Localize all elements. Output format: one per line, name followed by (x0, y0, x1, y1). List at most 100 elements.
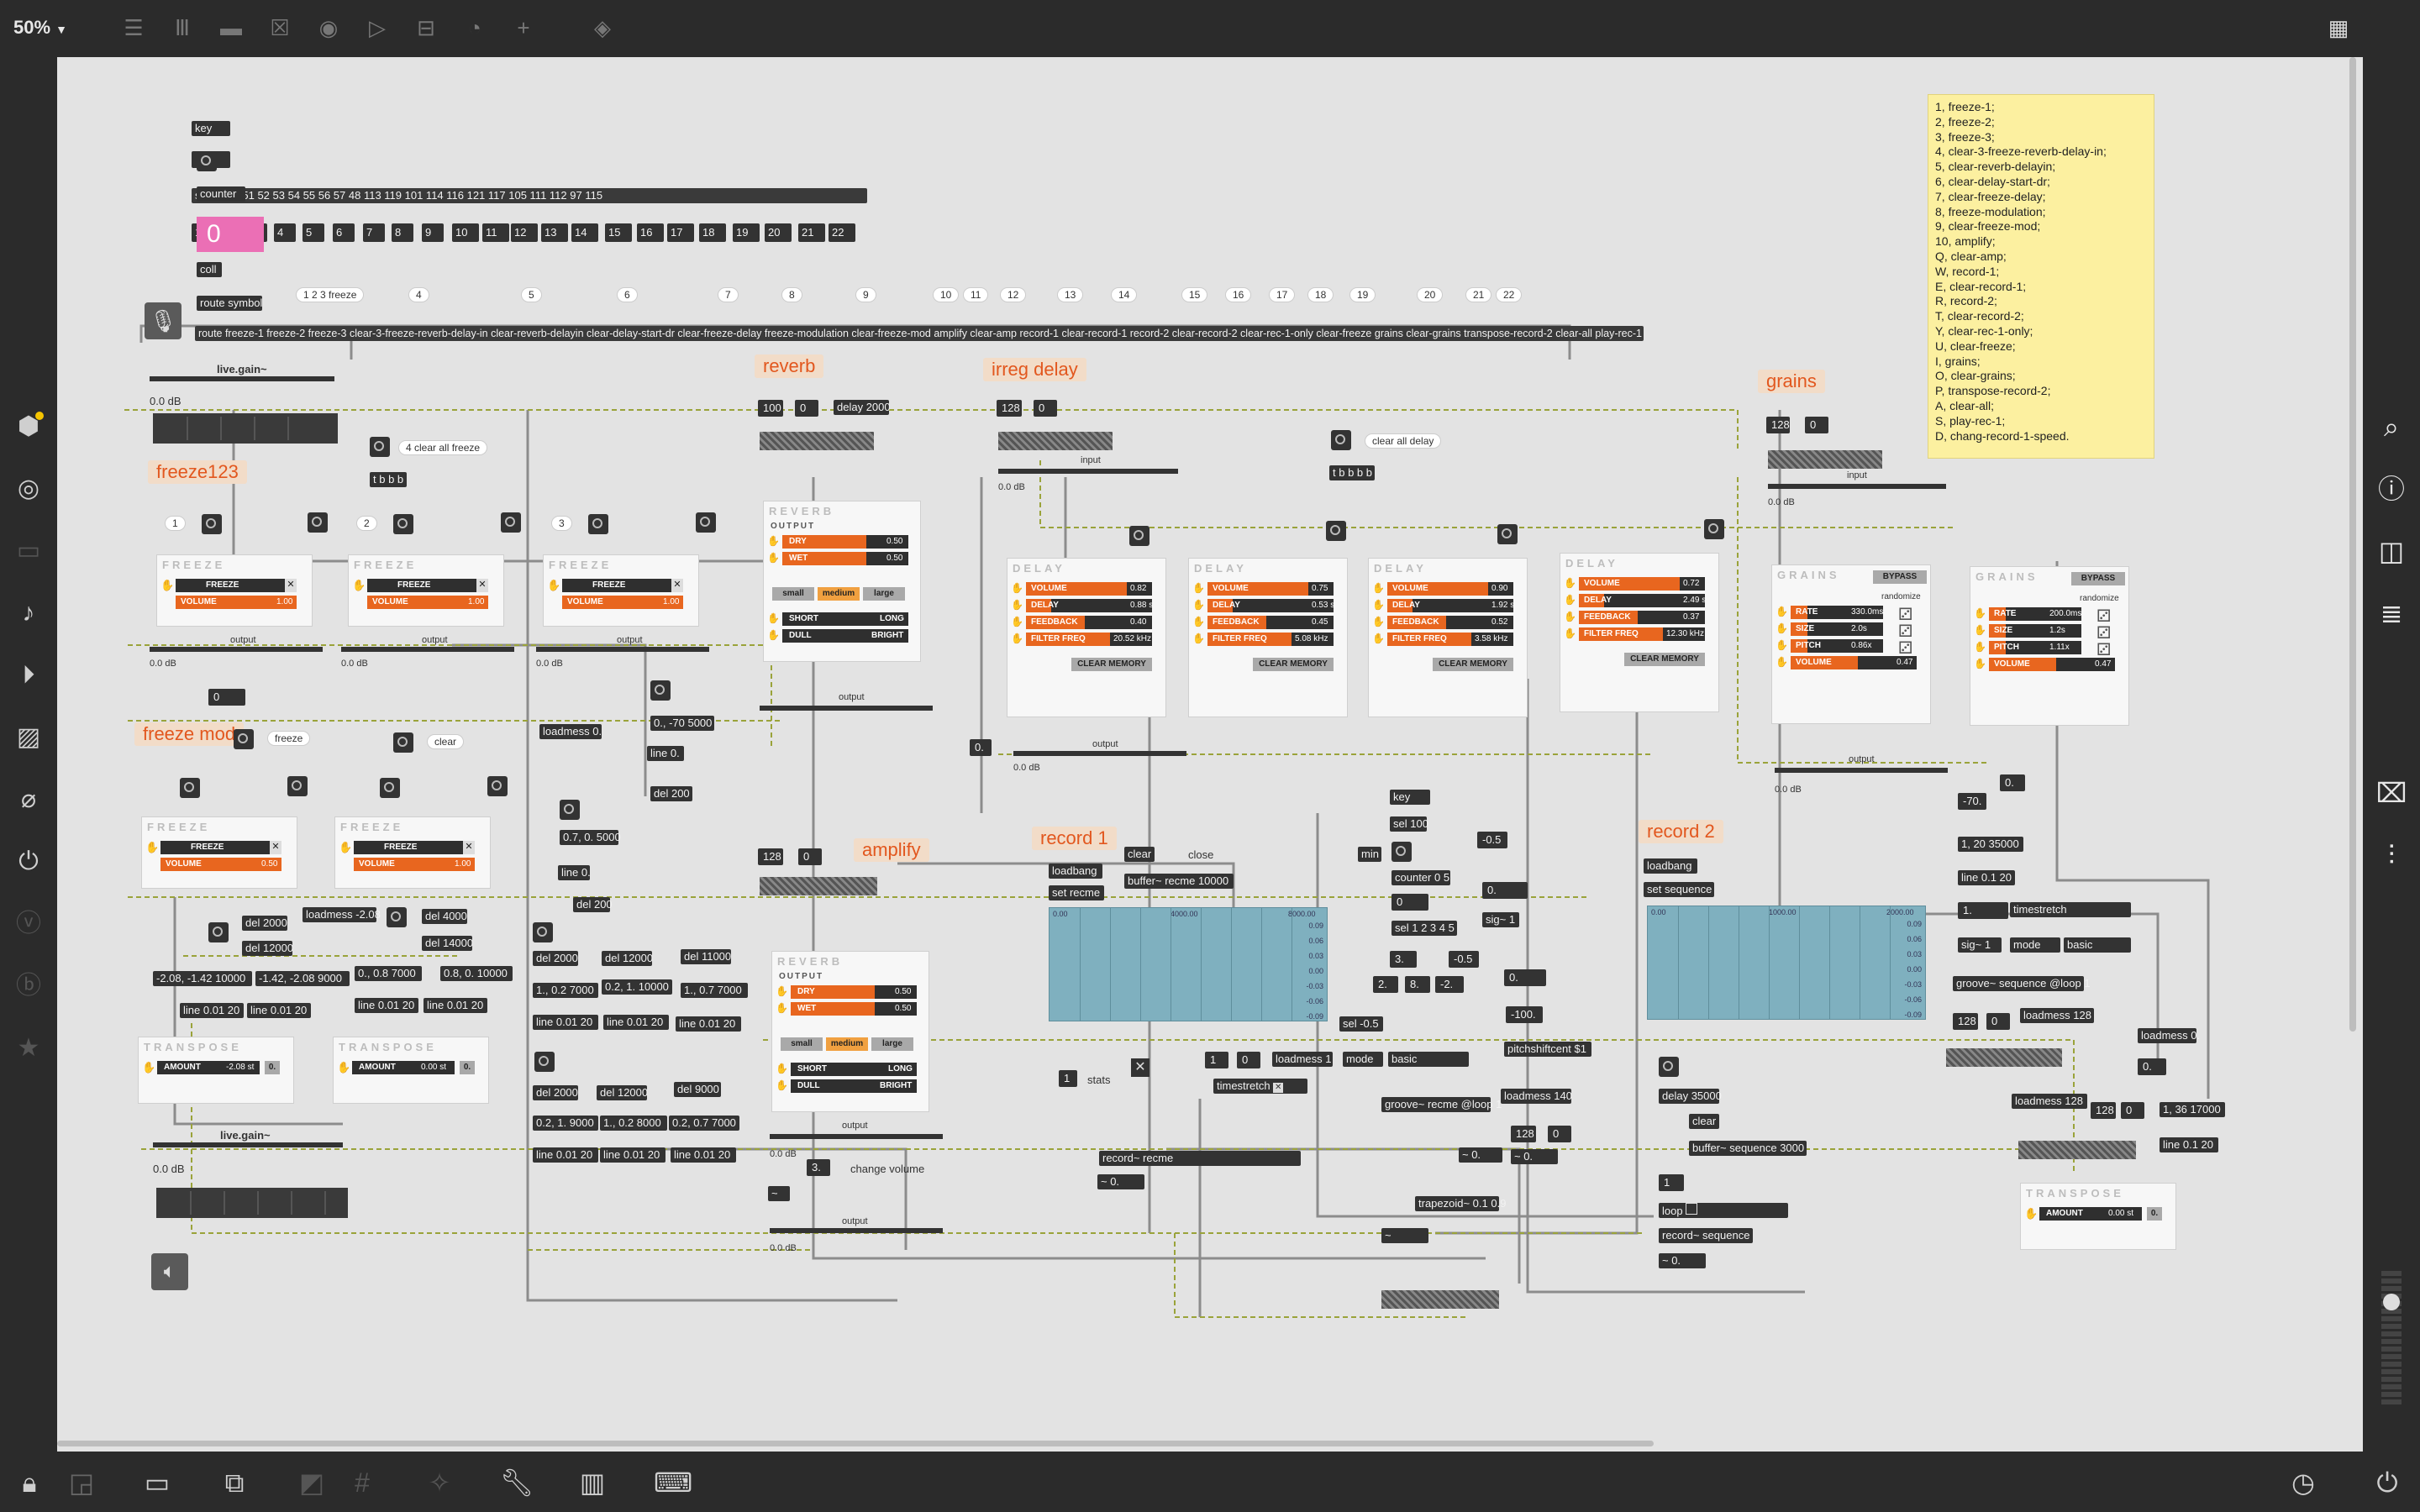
fm-bang-3[interactable] (380, 778, 400, 798)
rec1-loadbang[interactable]: loadbang (1049, 864, 1102, 879)
fm-bang-2[interactable] (287, 776, 308, 796)
freeze1-bang[interactable] (202, 514, 222, 534)
delay-input-fader[interactable] (998, 469, 1178, 474)
comment-icon[interactable]: ▬ (220, 15, 242, 40)
reverb-msg-0[interactable]: 0 (795, 400, 818, 417)
rec1c-loadmess140[interactable]: loadmess 140 (1501, 1089, 1572, 1104)
live-gain-meter[interactable] (153, 413, 338, 444)
line-msg-30[interactable]: -2.08, -1.42 10000 (153, 971, 252, 986)
reverb-tone-bar[interactable] (791, 1079, 917, 1093)
line-msg-6[interactable]: del 200 (573, 897, 613, 912)
delay-msg-128[interactable]: 128 (997, 400, 1022, 417)
grid-icon[interactable]: # (355, 1467, 370, 1498)
freeze3-bang2[interactable] (696, 512, 716, 533)
rec1c-mode[interactable]: mode (1343, 1052, 1383, 1067)
media-icon[interactable]: ⏵ (22, 661, 35, 689)
rec1c-m05[interactable]: -0.5 (1449, 951, 1479, 968)
rec2c-loadmess128[interactable]: loadmess 128 (2020, 1008, 2094, 1023)
rec1c-sig0[interactable]: ~ 0. (1511, 1149, 1558, 1164)
reverb-size-bar[interactable] (782, 612, 908, 626)
rec1c-bang[interactable] (1392, 842, 1412, 862)
freeze-clear-bang[interactable] (370, 437, 390, 457)
delay-num-0[interactable]: 0. (970, 739, 992, 756)
line-msg-19[interactable]: 0.2, 1. 9000 (533, 1116, 598, 1131)
line-msg-33[interactable]: 0.8, 0. 10000 (440, 966, 513, 981)
rec2c-mode[interactable]: mode (2010, 937, 2060, 953)
lock-icon[interactable]: 🔒︎ (22, 1467, 37, 1498)
rec1c-n1[interactable]: 1 (1205, 1052, 1228, 1068)
rec2c-timestretch[interactable]: timestretch (2010, 902, 2131, 917)
rec1c-sig1[interactable]: sig~ 1 (1482, 912, 1519, 927)
sel-output-22[interactable]: 22 (829, 223, 855, 242)
freeze-button[interactable]: FREEZE (206, 580, 239, 590)
freeze-output-fader[interactable] (536, 647, 709, 652)
zoom-menu[interactable]: 50% ▼ (13, 17, 67, 39)
del-9000[interactable]: del 9000 (674, 1082, 721, 1097)
freeze-mod-clear[interactable]: clear (427, 734, 465, 749)
grains-rate-bar[interactable] (1989, 607, 2006, 621)
rec1c-sig0b[interactable]: ~ 0. (1459, 1147, 1502, 1163)
delay-volume-bar[interactable] (1387, 582, 1488, 596)
delay-volume-bar[interactable] (1026, 582, 1127, 596)
freeze1-bang2[interactable] (308, 512, 328, 533)
delay-feedback-bar[interactable] (1026, 616, 1085, 629)
rec1c-vm2[interactable]: -2. (1435, 976, 1464, 993)
rec1c-n0a[interactable]: 0. (1482, 882, 1528, 899)
delay-delay-bar[interactable] (1579, 594, 1604, 607)
record-icon[interactable]: ◉ (318, 15, 339, 40)
amplify-tilde[interactable]: ~ (768, 1186, 790, 1201)
music-note-icon[interactable]: ♪ (22, 599, 35, 627)
sliders-icon[interactable]: ⫶ (2387, 840, 2395, 870)
randomize-dice-icon[interactable]: ⚂ (1898, 622, 1913, 641)
line-msg-36[interactable]: line 0.01 20 (355, 998, 418, 1013)
sel-output-11[interactable]: 11 (482, 223, 509, 242)
close-icon[interactable]: ✕ (671, 579, 683, 592)
route-symbol-object[interactable]: route symbol (197, 296, 262, 311)
rec1c-trapezoid[interactable]: trapezoid~ 0.1 0.9 (1415, 1196, 1506, 1211)
grains-output-fader[interactable] (1775, 768, 1948, 773)
grains-size-bar[interactable] (1791, 622, 1807, 636)
vertical-scrollbar[interactable] (2349, 57, 2356, 1032)
delay-feedback-bar[interactable] (1207, 616, 1266, 629)
plug-icon[interactable]: ⏻ (18, 848, 39, 875)
clear-memory-button[interactable]: CLEAR MEMORY (1624, 653, 1705, 666)
rev-bang-1[interactable] (533, 922, 553, 942)
grains-size-bar[interactable] (1989, 624, 2006, 638)
delay-feedback-bar[interactable] (1387, 616, 1446, 629)
grains-bypass-button[interactable]: BYPASS (2071, 572, 2125, 585)
grains-input-fader[interactable] (1768, 484, 1946, 489)
grains-input-slider[interactable] (1768, 450, 1882, 469)
freeze3-bang[interactable] (588, 514, 608, 534)
freeze-volume-bar[interactable] (562, 596, 683, 609)
freeze-button[interactable]: FREEZE (384, 843, 418, 852)
delay3-bang[interactable] (1497, 524, 1518, 544)
freeze-clear-msg[interactable]: 4 clear all freeze (398, 440, 488, 455)
del-2000-c[interactable]: del 2000 (533, 1085, 578, 1100)
line-msg-15[interactable]: line 0.01 20 (676, 1016, 741, 1032)
grains-num-0[interactable]: 0. (2000, 774, 2025, 791)
reverb-small-button[interactable]: small (781, 1037, 823, 1051)
rec2c-m2[interactable]: 1, 36 17000 (2160, 1102, 2225, 1117)
coll-object[interactable]: coll (197, 262, 222, 277)
freeze-button[interactable]: FREEZE (592, 580, 626, 590)
line-msg-31[interactable]: -1.42, -2.08 9000 (255, 971, 350, 986)
transpose-reset-button[interactable]: 0. (265, 1061, 280, 1074)
star-icon[interactable]: ★ (17, 1034, 40, 1062)
paperclip-icon[interactable]: ⌀ (20, 785, 37, 813)
line-msg-1[interactable]: 0., -70 5000 (650, 716, 714, 731)
rec2c-m1[interactable]: 1, 20 35000 (1958, 837, 2023, 852)
rec1c-n100[interactable]: -100. (1506, 1006, 1543, 1023)
grains-bypass-button[interactable]: BYPASS (1873, 570, 1927, 584)
rec1c-counter[interactable]: counter 0 5 (1392, 870, 1450, 885)
list-icon[interactable]: ≣ (2380, 598, 2403, 628)
line-msg-4[interactable]: 0.7, 0. 5000 (560, 830, 621, 845)
keyboard-icon[interactable]: ⌨ (654, 1467, 693, 1498)
clear-all-delay-bang[interactable] (1331, 430, 1351, 450)
live-gain-bottom-meter[interactable] (156, 1188, 348, 1218)
book-icon[interactable]: ◫ (2378, 536, 2405, 566)
sel-output-16[interactable]: 16 (637, 223, 664, 242)
rec2c-n0c[interactable]: 0 (2121, 1102, 2144, 1119)
transpose-amount-bar[interactable] (352, 1061, 455, 1074)
rec1c-v8[interactable]: 8. (1405, 976, 1430, 993)
